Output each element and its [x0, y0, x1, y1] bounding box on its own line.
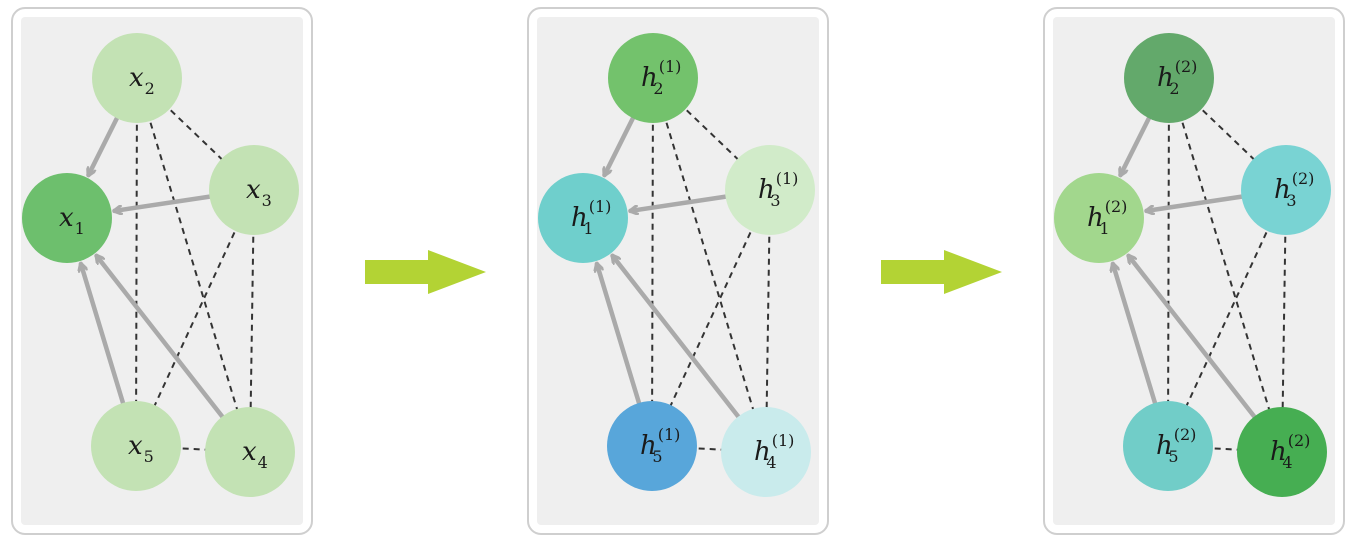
- node-circle: [209, 145, 299, 235]
- layer-2-graph-edge-2-4: [1175, 101, 1276, 429]
- node-label: h(1)5: [640, 425, 680, 466]
- layer-2-graph-node-1: h(2)1: [1054, 173, 1144, 263]
- layer-1-graph-edge-3-4: [765, 214, 771, 428]
- layer-1-graph-node-2: h(1)2: [608, 33, 698, 123]
- layer-1-graph-node-4: h(1)4: [721, 407, 811, 497]
- layer-2-graph-node-3: h(2)3: [1241, 145, 1331, 235]
- layer-2-graph-edge-2-5: [1167, 102, 1170, 422]
- node-label: x1: [59, 203, 85, 238]
- node-label: h(2)5: [1156, 425, 1196, 466]
- input-graph-arrow-4-to-1: [97, 256, 236, 433]
- layer-2-graph-arrow-3-to-1: [1146, 191, 1262, 211]
- input-graph-edge-2-4: [143, 101, 244, 429]
- input-graph-arrow-3-to-1: [114, 191, 230, 211]
- layer-1-graph-node-5: h(1)5: [607, 401, 697, 491]
- input-graph-edge-3-4: [249, 214, 255, 428]
- node-circle: [1241, 145, 1331, 235]
- node-circle: [608, 33, 698, 123]
- layer-2-graph-arrow-4-to-1: [1129, 256, 1268, 433]
- node-label: h(1)2: [641, 57, 681, 98]
- input-graph-arrow-5-to-1: [81, 264, 131, 423]
- layer-1-graph-arrow-5-to-1: [597, 264, 647, 423]
- node-circle: [1054, 173, 1144, 263]
- layer-2-graph-edge-3-4: [1281, 214, 1287, 428]
- node-circle: [1123, 401, 1213, 491]
- node-label: x3: [246, 175, 272, 210]
- node-label: h(2)1: [1087, 197, 1127, 238]
- node-circle: [92, 33, 182, 123]
- node-circle: [1124, 33, 1214, 123]
- layer-1-graph-node-3: h(1)3: [725, 145, 815, 235]
- input-graph-edge-3-5: [145, 212, 245, 424]
- node-circle: [725, 145, 815, 235]
- layer-2-graph-node-2: h(2)2: [1124, 33, 1214, 123]
- node-label: h(1)4: [754, 431, 794, 472]
- node-label: h(1)3: [758, 169, 798, 210]
- layer-1-graph-node-1: h(1)1: [538, 173, 628, 263]
- input-graph-node-1: x1: [22, 173, 112, 263]
- node-label: h(2)3: [1274, 169, 1314, 210]
- layer-1-graph-edge-3-5: [661, 212, 761, 424]
- input-graph-edge-2-5: [135, 102, 138, 422]
- input-graph-node-2: x2: [92, 33, 182, 123]
- node-circle: [1237, 407, 1327, 497]
- node-label: h(1)1: [571, 197, 611, 238]
- node-circle: [91, 401, 181, 491]
- transition-arrow-1: [365, 250, 486, 294]
- node-label: x5: [128, 431, 154, 466]
- transition-arrow-2: [881, 250, 1002, 294]
- input-graph-node-4: x4: [205, 407, 295, 497]
- node-label: x2: [129, 63, 155, 98]
- node-circle: [22, 173, 112, 263]
- layer-2-graph-edge-3-5: [1177, 212, 1277, 424]
- input-graph-node-5: x5: [91, 401, 181, 491]
- input-graph-node-3: x3: [209, 145, 299, 235]
- node-label: h(2)2: [1157, 57, 1197, 98]
- node-circle: [205, 407, 295, 497]
- layer-1-graph-edge-2-4: [659, 101, 760, 429]
- layer-1-graph-arrow-3-to-1: [630, 191, 746, 211]
- layer-1-graph-edge-2-5: [651, 102, 654, 422]
- node-label: h(2)4: [1270, 431, 1310, 472]
- node-circle: [607, 401, 697, 491]
- layer-1-graph-arrow-4-to-1: [613, 256, 752, 433]
- layer-2-graph-node-5: h(2)5: [1123, 401, 1213, 491]
- node-label: x4: [242, 437, 268, 472]
- layer-2-graph-arrow-5-to-1: [1113, 264, 1163, 423]
- layer-2-graph-node-4: h(2)4: [1237, 407, 1327, 497]
- node-circle: [721, 407, 811, 497]
- node-circle: [538, 173, 628, 263]
